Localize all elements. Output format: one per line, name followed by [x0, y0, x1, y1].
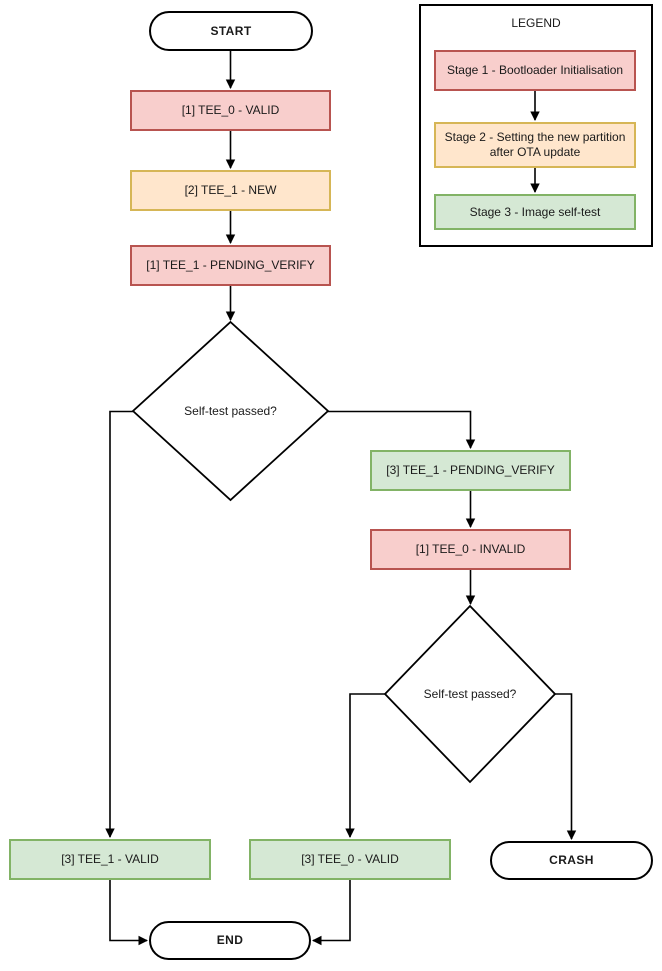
edge-decision-1-yes-to-tee1-pending-3	[328, 410, 476, 449]
node-end-label: END	[216, 933, 244, 947]
node-tee1-new-label: [2] TEE_1 - NEW	[184, 183, 277, 197]
node-decision-self-test-1[interactable]: Self-test passed?	[133, 322, 328, 500]
node-tee1-new[interactable]: [2] TEE_1 - NEW	[130, 170, 331, 211]
legend-item-stage-3-label: Stage 3 - Image self-test	[469, 204, 601, 219]
node-tee1-pending-verify-1[interactable]: [1] TEE_1 - PENDING_VERIFY	[130, 245, 331, 286]
node-tee1-pending-verify-1-label: [1] TEE_1 - PENDING_VERIFY	[146, 258, 315, 272]
node-start-label: START	[210, 23, 252, 38]
node-crash[interactable]: CRASH	[490, 841, 653, 880]
node-tee1-valid[interactable]: [3] TEE_1 - VALID	[9, 839, 211, 880]
node-tee0-invalid[interactable]: [1] TEE_0 - INVALID	[370, 529, 571, 570]
edge-tee1-valid-to-end	[109, 880, 148, 946]
node-decision-self-test-1-label: Self-test passed?	[184, 403, 277, 418]
node-decision-self-test-2-label: Self-test passed?	[423, 686, 517, 701]
legend-item-stage-3: Stage 3 - Image self-test	[434, 194, 636, 230]
legend-item-stage-2-label: Stage 2 - Setting the new partition afte…	[444, 130, 626, 159]
edge-decision-1-no-to-tee1-valid	[105, 410, 133, 838]
node-tee1-pending-verify-3[interactable]: [3] TEE_1 - PENDING_VERIFY	[370, 450, 571, 491]
legend-title: LEGEND	[511, 16, 561, 30]
node-start[interactable]: START	[149, 11, 313, 51]
node-tee1-pending-verify-3-label: [3] TEE_1 - PENDING_VERIFY	[386, 463, 555, 477]
edge-decision-2-no-to-tee0-valid	[345, 693, 385, 838]
node-tee0-valid-stage3[interactable]: [3] TEE_0 - VALID	[249, 839, 451, 880]
legend-item-stage-1: Stage 1 - Bootloader Initialisation	[434, 50, 636, 91]
node-end[interactable]: END	[149, 921, 311, 960]
node-decision-self-test-2[interactable]: Self-test passed?	[385, 606, 555, 782]
edge-tee0-valid-3-to-end	[312, 880, 351, 946]
legend-item-stage-1-label: Stage 1 - Bootloader Initialisation	[446, 63, 624, 77]
node-tee0-valid[interactable]: [1] TEE_0 - VALID	[130, 90, 331, 131]
node-crash-label: CRASH	[549, 853, 594, 867]
node-tee0-invalid-label: [1] TEE_0 - INVALID	[415, 542, 526, 556]
legend-item-stage-2: Stage 2 - Setting the new partition afte…	[434, 122, 636, 168]
node-tee0-valid-stage3-label: [3] TEE_0 - VALID	[301, 852, 399, 866]
edge-decision-2-yes-to-crash	[555, 693, 577, 840]
node-tee0-valid-label: [1] TEE_0 - VALID	[181, 103, 280, 117]
node-tee1-valid-label: [3] TEE_1 - VALID	[61, 852, 159, 866]
